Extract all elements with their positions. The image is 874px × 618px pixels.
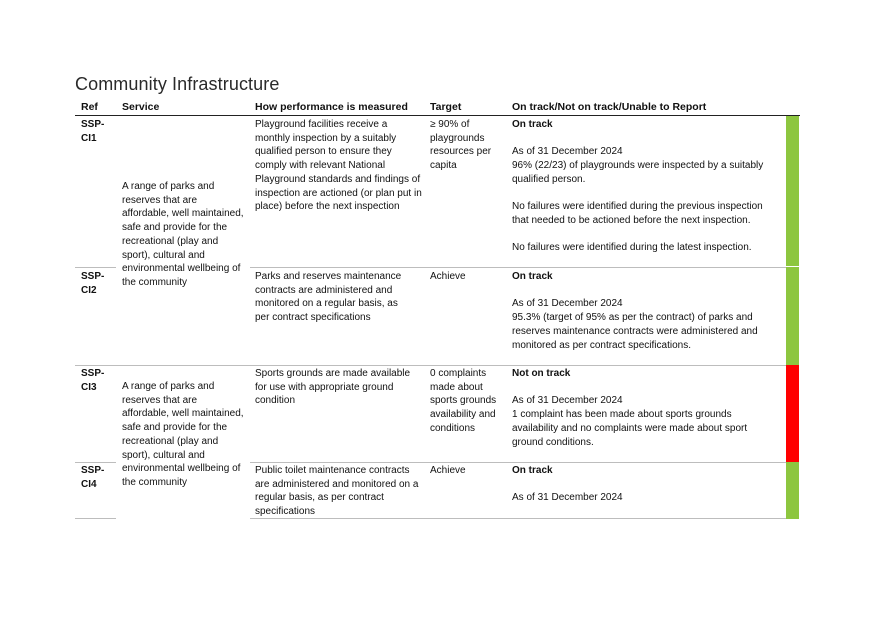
- status-detail: 96% (22/23) of playgrounds were inspecte…: [512, 160, 764, 185]
- status-cell: On track As of 31 December 2024 95.3% (t…: [512, 270, 780, 352]
- measure-cell: Playground facilities receive a monthly …: [255, 119, 422, 213]
- status-bar-ci4: [786, 462, 799, 519]
- performance-table: Ref Service How performance is measured …: [75, 101, 800, 519]
- row-divider: [75, 518, 116, 519]
- header-status: On track/Not on track/Unable to Report: [512, 101, 707, 113]
- header-service: Service: [122, 101, 160, 113]
- status-bar-ci3: [786, 365, 799, 462]
- status-label: On track: [512, 465, 553, 476]
- status-label: On track: [512, 119, 553, 130]
- ref-cell: SSP-CI4: [81, 465, 105, 490]
- status-detail: 1 complaint has been made about sports g…: [512, 409, 748, 448]
- header-divider: [75, 115, 800, 116]
- service-cell: A range of parks and reserves that are a…: [122, 181, 244, 288]
- ref-cell: SSP-CI2: [81, 271, 105, 296]
- status-bar-ci1: [786, 116, 799, 266]
- status-detail: As of 31 December 2024: [512, 492, 623, 504]
- page-title: Community Infrastructure: [75, 74, 280, 94]
- status-detail: As of 31 December 2024: [512, 298, 623, 310]
- measure-cell: Public toilet maintenance contracts are …: [255, 465, 419, 518]
- status-label: On track: [512, 271, 553, 282]
- status-detail: No failures were identified during the l…: [512, 242, 752, 254]
- target-cell: ≥ 90% of playgrounds resources per capit…: [430, 119, 492, 172]
- target-cell: Achieve: [430, 465, 466, 476]
- status-cell: On track As of 31 December 2024 96% (22/…: [512, 118, 780, 255]
- status-detail: 95.3% (target of 95% as per the contract…: [512, 312, 758, 351]
- target-cell: Achieve: [430, 271, 466, 282]
- status-cell: On track As of 31 December 2024: [512, 464, 780, 505]
- measure-cell: Sports grounds are made available for us…: [255, 368, 411, 407]
- row-divider: [250, 518, 786, 519]
- target-cell: 0 complaints made about sports grounds a…: [430, 368, 497, 434]
- ref-cell: SSP-CI1: [81, 119, 105, 144]
- status-cell: Not on track As of 31 December 2024 1 co…: [512, 367, 780, 449]
- service-cell: A range of parks and reserves that are a…: [122, 381, 244, 488]
- status-label: Not on track: [512, 368, 571, 379]
- status-detail: As of 31 December 2024: [512, 395, 623, 407]
- header-measure: How performance is measured: [255, 101, 408, 113]
- row-divider: [75, 267, 116, 268]
- row-divider: [250, 462, 786, 463]
- ref-cell: SSP-CI3: [81, 368, 105, 393]
- measure-cell: Parks and reserves maintenance contracts…: [255, 271, 402, 324]
- status-detail: No failures were identified during the p…: [512, 201, 763, 226]
- row-divider: [75, 462, 116, 463]
- header-ref: Ref: [81, 101, 98, 113]
- row-divider: [250, 267, 786, 268]
- status-bar-ci2: [786, 267, 799, 365]
- header-target: Target: [430, 101, 462, 113]
- status-detail: As of 31 December 2024: [512, 146, 623, 158]
- row-divider: [75, 365, 786, 366]
